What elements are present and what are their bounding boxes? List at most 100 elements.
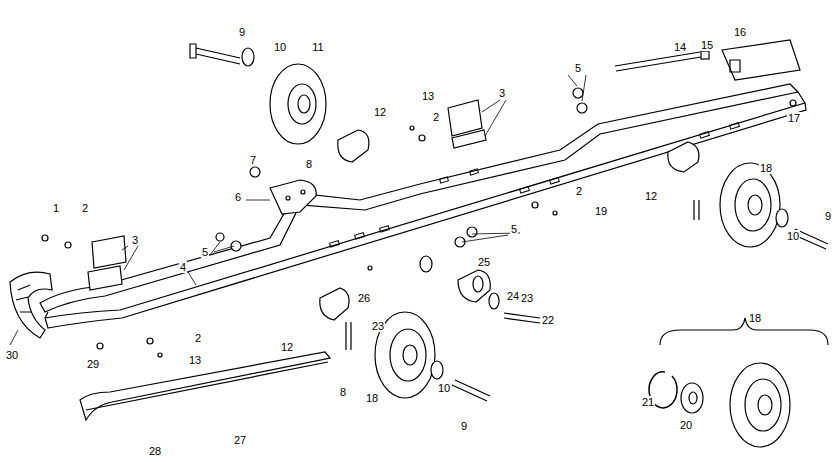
rail	[40, 84, 806, 328]
nuts-part	[573, 88, 583, 98]
rail-slots	[330, 123, 740, 247]
leader-lines-part	[10, 200, 270, 345]
idler-wheels-part	[288, 84, 316, 124]
bracket	[270, 180, 316, 214]
washers-part	[431, 361, 443, 379]
wear-strip-part	[80, 352, 330, 420]
idler-wheels-part	[748, 195, 762, 215]
callout-number: 2	[575, 185, 583, 197]
leader-lines-part	[482, 75, 586, 136]
callout-number: 8	[305, 158, 313, 170]
slide-blocks-part	[448, 100, 482, 136]
bolts-part	[694, 200, 699, 220]
bolts-part	[504, 313, 540, 323]
nuts-part	[410, 126, 414, 130]
washers-part	[776, 209, 788, 227]
rear-bracket	[722, 40, 800, 80]
callout-number: 15	[700, 39, 714, 51]
bracket-part	[301, 190, 305, 194]
washers-part	[242, 48, 254, 66]
callout-number: 12	[644, 190, 658, 202]
rail-slots-part	[470, 169, 479, 175]
callout-number: 5	[201, 246, 209, 258]
idler-wheels-part	[403, 345, 417, 365]
callout-number: 10	[786, 230, 800, 242]
nuts-part	[65, 242, 71, 248]
nuts-part	[553, 211, 557, 215]
bracket-part	[270, 180, 316, 214]
idler-wheels	[270, 64, 790, 447]
clamps-part	[668, 142, 699, 172]
front-tip	[10, 272, 52, 338]
callout-number: 2	[81, 202, 89, 214]
nuts-part	[42, 235, 48, 241]
callout-number: 3	[131, 234, 139, 246]
bolts	[190, 44, 828, 401]
idler-wheels-part	[270, 64, 326, 144]
callout-number: 5	[574, 62, 582, 74]
nuts-part	[250, 167, 260, 177]
callout-number: 18	[748, 312, 762, 324]
callout-number: 26	[357, 292, 371, 304]
bolts-part	[615, 52, 701, 71]
nuts-part	[97, 343, 103, 349]
callout-number: 12	[373, 106, 387, 118]
callout-number: 24	[506, 290, 520, 302]
inset-brace	[660, 318, 828, 345]
callout-number: 28	[148, 445, 162, 457]
callout-number: 18	[759, 162, 773, 174]
clamps	[320, 130, 699, 320]
callout-number: 5	[510, 223, 518, 235]
bolts-part	[452, 380, 490, 401]
callout-number: 9	[460, 420, 468, 432]
rear-bracket-part	[730, 60, 740, 72]
nuts-part	[158, 353, 162, 357]
callout-number: 9	[238, 26, 246, 38]
idler-wheels-part	[735, 179, 771, 231]
washers-part	[681, 383, 703, 413]
slide-blocks-part	[452, 130, 486, 148]
rail-slots-part	[700, 132, 710, 138]
bolts-part	[346, 322, 351, 350]
nuts-part	[790, 100, 796, 106]
callout-number: 1	[52, 202, 60, 214]
washers	[242, 48, 788, 413]
idler-wheels-part	[730, 363, 790, 447]
inset-brace-part	[660, 318, 828, 345]
leader-lines	[10, 75, 586, 345]
slide-blocks-part	[88, 266, 122, 290]
callout-number: 25	[477, 256, 491, 268]
clamps-part	[458, 270, 490, 302]
wear-strip	[80, 352, 330, 420]
rail-part	[40, 84, 798, 312]
bolts-part	[190, 44, 240, 64]
callout-number: 9	[824, 210, 832, 222]
rail-part	[45, 103, 806, 328]
callout-number: 16	[733, 26, 747, 38]
rail-slots-part	[440, 177, 449, 183]
rail-slots-part	[520, 187, 530, 193]
front-tip-part	[10, 272, 52, 338]
rail-slots-part	[380, 226, 390, 232]
nuts-part	[147, 338, 153, 344]
rail-slots-part	[330, 241, 340, 247]
callout-number: 14	[673, 41, 687, 53]
nuts-part	[701, 51, 709, 59]
callout-number: 30	[5, 349, 19, 361]
callout-number: 3	[498, 87, 506, 99]
nuts-part	[577, 103, 587, 113]
rail-slots-part	[355, 233, 365, 239]
rail-slots-part	[730, 123, 740, 129]
callout-number: 12	[280, 341, 294, 353]
washers-part	[420, 256, 432, 272]
callout-number: 8	[339, 386, 347, 398]
callout-number: 13	[188, 354, 202, 366]
idler-wheels-part	[720, 163, 780, 247]
clamps-part	[473, 276, 483, 292]
callout-number: 2	[432, 111, 440, 123]
callout-number: 2	[194, 332, 202, 344]
slide-blocks-part	[92, 236, 126, 268]
nuts-part	[231, 241, 241, 251]
nuts-part	[467, 227, 477, 237]
nuts	[42, 51, 796, 357]
